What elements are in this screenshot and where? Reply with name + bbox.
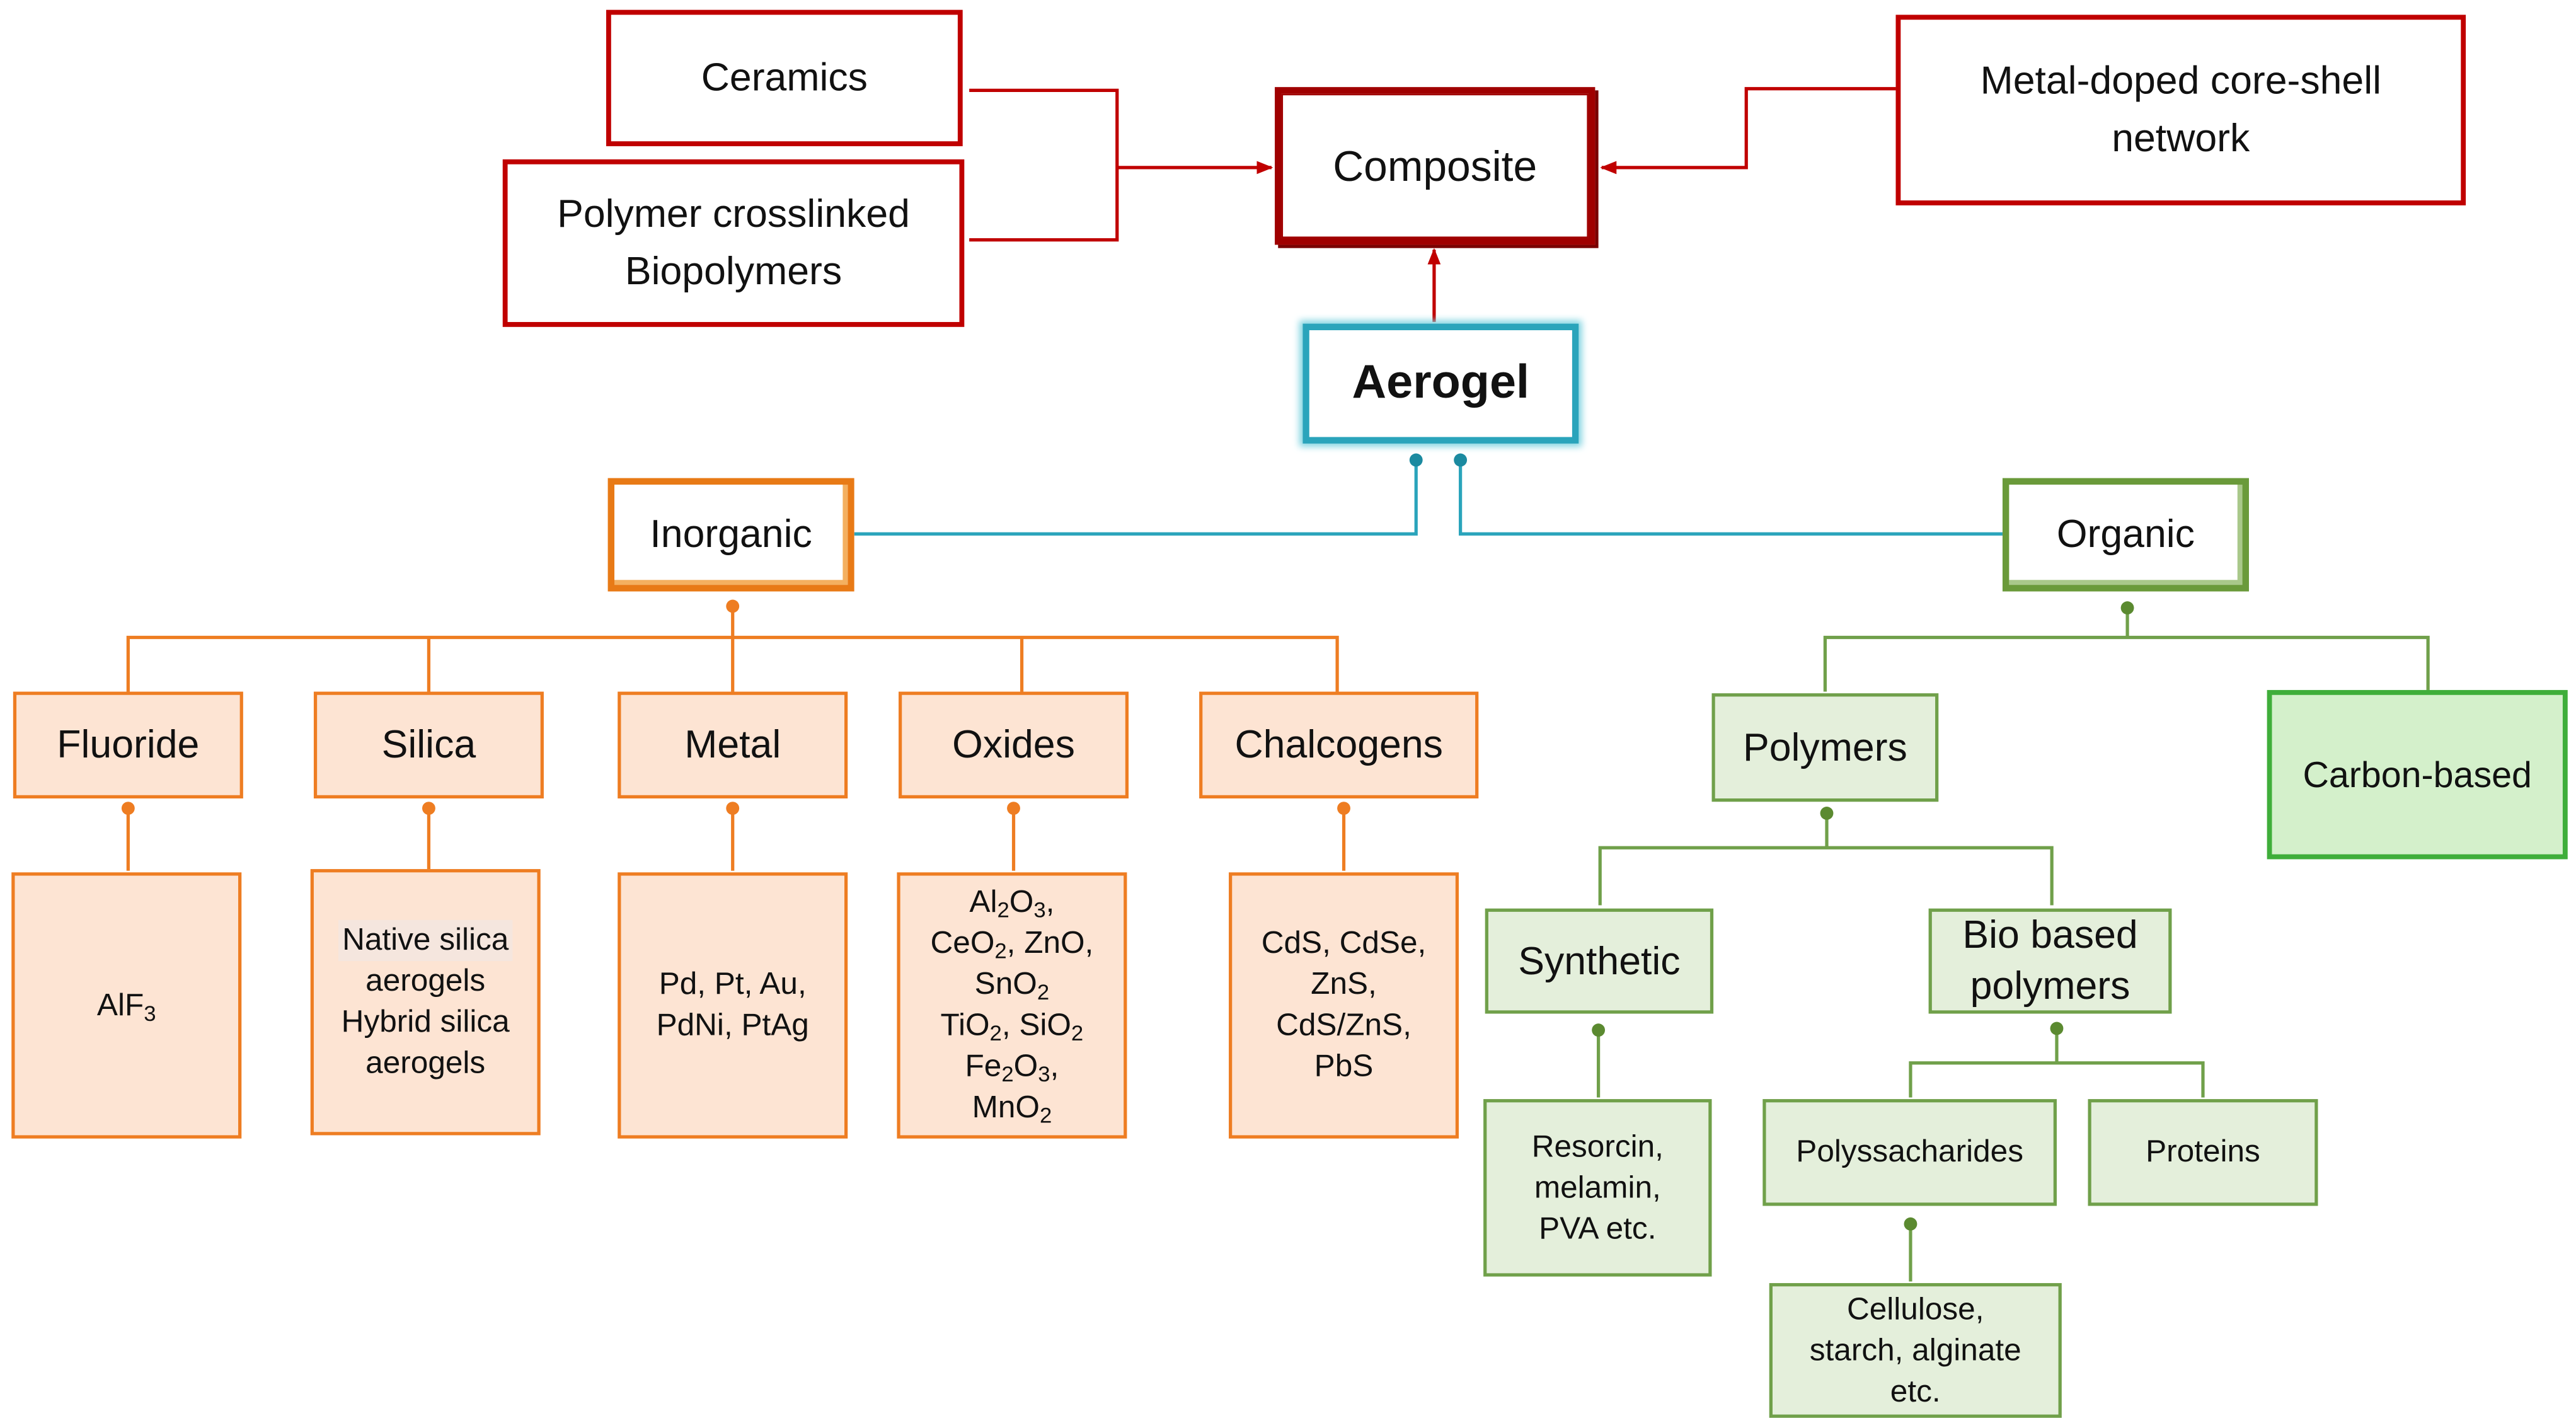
inorganic-connectors [126, 606, 1346, 871]
carbon-based-label: Carbon-based [2303, 753, 2532, 795]
synthetic-label: Synthetic [1518, 938, 1681, 984]
organic-box: Organic [2002, 478, 2249, 592]
synthetic-items-box: Resorcin, melamin, PVA etc. [1483, 1099, 1712, 1277]
metal-doped-label: Metal-doped core-shell network [1980, 59, 2382, 161]
polysaccharides-items-text: Cellulose, starch, alginate etc. [1809, 1292, 2021, 1409]
bio-based-label: Bio based polymers [1962, 913, 2138, 1009]
silica-item-hybrid: Hybrid silica [341, 1005, 510, 1040]
bio-based-box: Bio based polymers [1928, 908, 2172, 1014]
metal-items-text: Pd, Pt, Au, PdNi, PtAg [656, 967, 809, 1044]
composite-connectors [969, 87, 1896, 322]
chalcogens-items-text: CdS, CdSe, ZnS, CdS/ZnS, PbS [1261, 926, 1427, 1085]
polysaccharides-items-box: Cellulose, starch, alginate etc. [1769, 1283, 2062, 1418]
silica-item-native-aerogels: aerogels [365, 964, 486, 999]
polymer-crosslinked-box: Polymer crosslinked Biopolymers [502, 159, 965, 327]
proteins-label: Proteins [2146, 1135, 2260, 1170]
metal-doped-box: Metal-doped core-shell network [1895, 14, 2466, 205]
inorganic-box: Inorganic [607, 478, 854, 592]
silica-box: Silica [313, 691, 544, 799]
polymers-label: Polymers [1742, 725, 1907, 770]
carbon-based-box: Carbon-based [2267, 689, 2568, 860]
chalcogens-label: Chalcogens [1234, 722, 1443, 767]
synthetic-items-text: Resorcin, melamin, PVA etc. [1531, 1129, 1664, 1247]
proteins-box: Proteins [2088, 1099, 2318, 1206]
aerogel-label: Aerogel [1352, 356, 1530, 410]
fluoride-box: Fluoride [13, 691, 243, 799]
metal-label: Metal [684, 722, 781, 767]
organic-connectors [1597, 607, 2430, 1282]
composite-label: Composite [1333, 140, 1538, 190]
metal-box: Metal [618, 691, 848, 799]
ceramics-label: Ceramics [701, 55, 868, 101]
organic-label: Organic [2056, 512, 2195, 556]
silica-item-native: Native silica [338, 919, 512, 962]
fluoride-label: Fluoride [57, 722, 200, 767]
inorganic-label: Inorganic [650, 512, 812, 556]
aerogel-connectors [854, 459, 2004, 536]
chalcogens-items-box: CdS, CdSe, ZnS, CdS/ZnS, PbS [1229, 872, 1459, 1139]
aerogel-root-box: Aerogel [1302, 323, 1579, 444]
oxides-box: Oxides [899, 691, 1129, 799]
polysaccharides-box: Polyssacharides [1762, 1099, 2057, 1206]
oxides-label: Oxides [952, 722, 1075, 767]
composite-box: Composite [1275, 87, 1596, 245]
metal-items-box: Pd, Pt, Au, PdNi, PtAg [618, 872, 848, 1139]
silica-items-box: Native silica aerogels Hybrid silica aer… [310, 869, 541, 1136]
silica-item-hybrid-aerogels: aerogels [365, 1046, 486, 1081]
synthetic-box: Synthetic [1485, 908, 1714, 1014]
polysaccharides-label: Polyssacharides [1796, 1135, 2023, 1170]
fluoride-items-text: AlF3 [96, 988, 156, 1025]
ceramics-box: Ceramics [606, 9, 963, 147]
polymers-box: Polymers [1711, 693, 1939, 802]
polymer-crosslinked-label: Polymer crosslinked Biopolymers [557, 192, 910, 294]
chalcogens-box: Chalcogens [1199, 691, 1479, 799]
silica-label: Silica [381, 722, 476, 767]
fluoride-items-box: AlF3 [11, 872, 242, 1139]
